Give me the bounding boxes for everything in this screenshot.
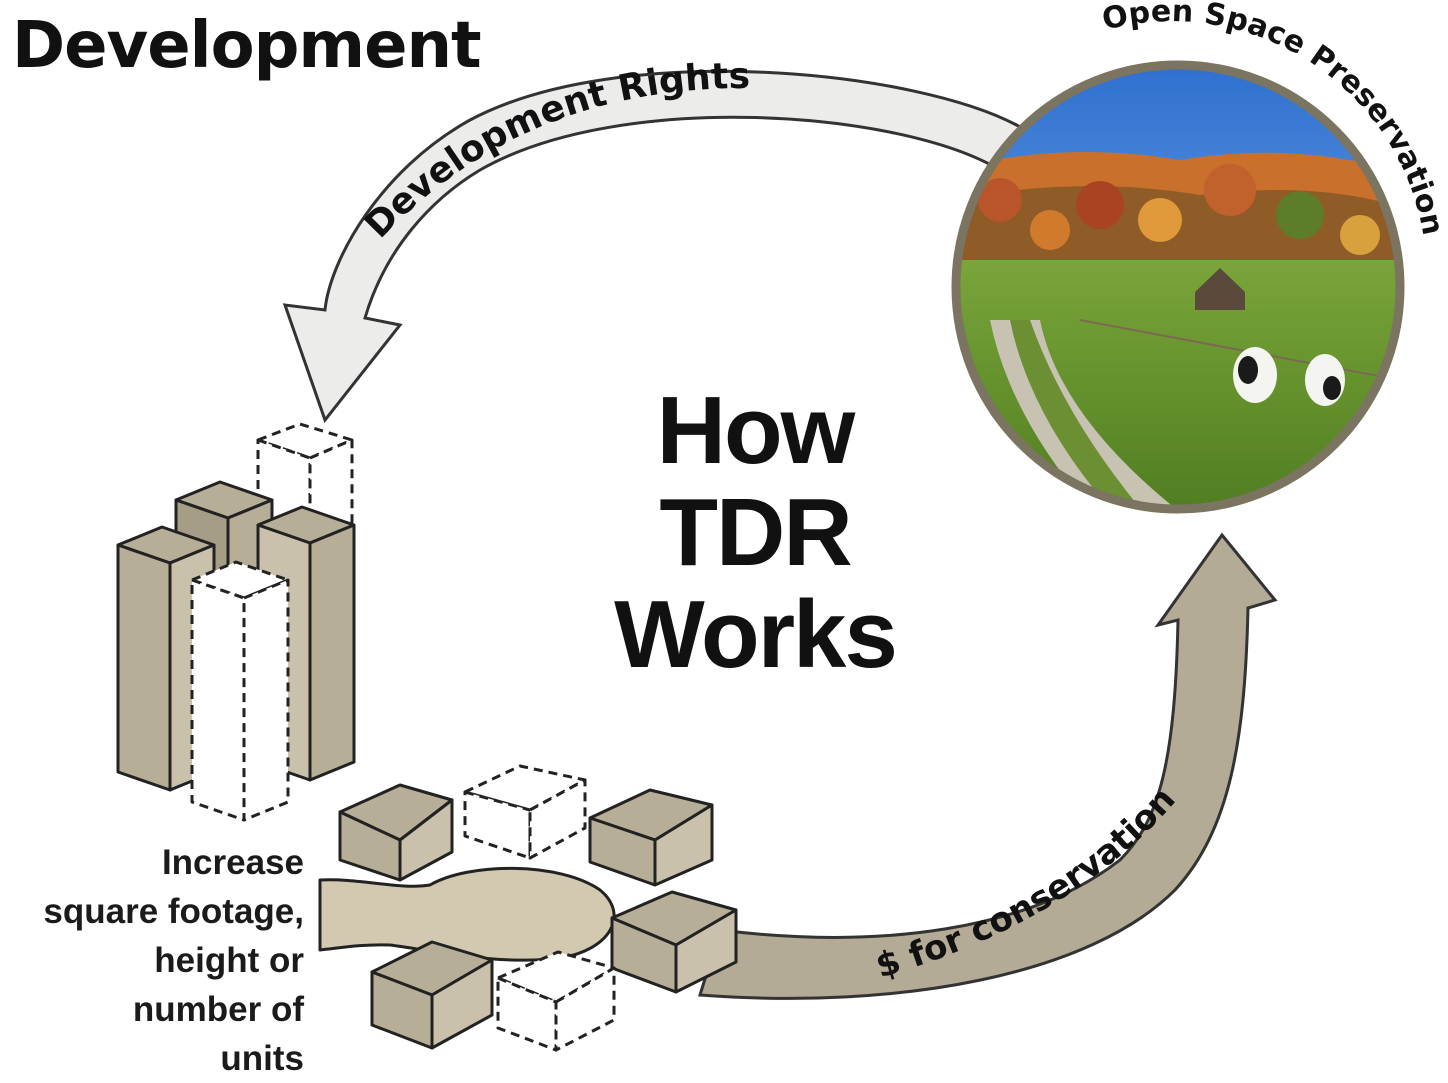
building-added-front (190, 560, 290, 822)
increase-density-caption: Increase square footage, height or numbe… (0, 838, 304, 1083)
house-3 (610, 890, 738, 994)
open-space-photo: Open Space Preservation (951, 0, 1448, 514)
house-added-1 (463, 764, 587, 860)
center-title-line-1: How (656, 377, 856, 484)
building-left (116, 525, 216, 792)
caption-line-5: units (220, 1039, 304, 1078)
house-4 (370, 940, 494, 1050)
caption-line-4: number of (132, 990, 304, 1029)
house-added-2 (496, 950, 616, 1052)
caption-line-2: square footage, (43, 892, 304, 931)
page-title: Development (12, 9, 482, 83)
house-1 (338, 783, 454, 882)
high-rise-buildings (116, 422, 356, 822)
cul-de-sac-road (318, 866, 616, 962)
development-rights-arrow: Development Rights (282, 56, 1025, 424)
center-title-line-3: Works (614, 581, 898, 688)
conservation-funds-arrow-body (698, 532, 1278, 1000)
residential-cluster (318, 764, 738, 1052)
development-rights-arrow-body (282, 69, 1025, 424)
photo-frame (951, 60, 1405, 514)
caption-line-1: Increase (161, 843, 304, 882)
center-title-line-2: TDR (659, 479, 852, 586)
caption-line-3: height or (154, 941, 304, 980)
house-2 (588, 788, 714, 887)
how-tdr-works-title: How TDR Works (560, 380, 950, 686)
